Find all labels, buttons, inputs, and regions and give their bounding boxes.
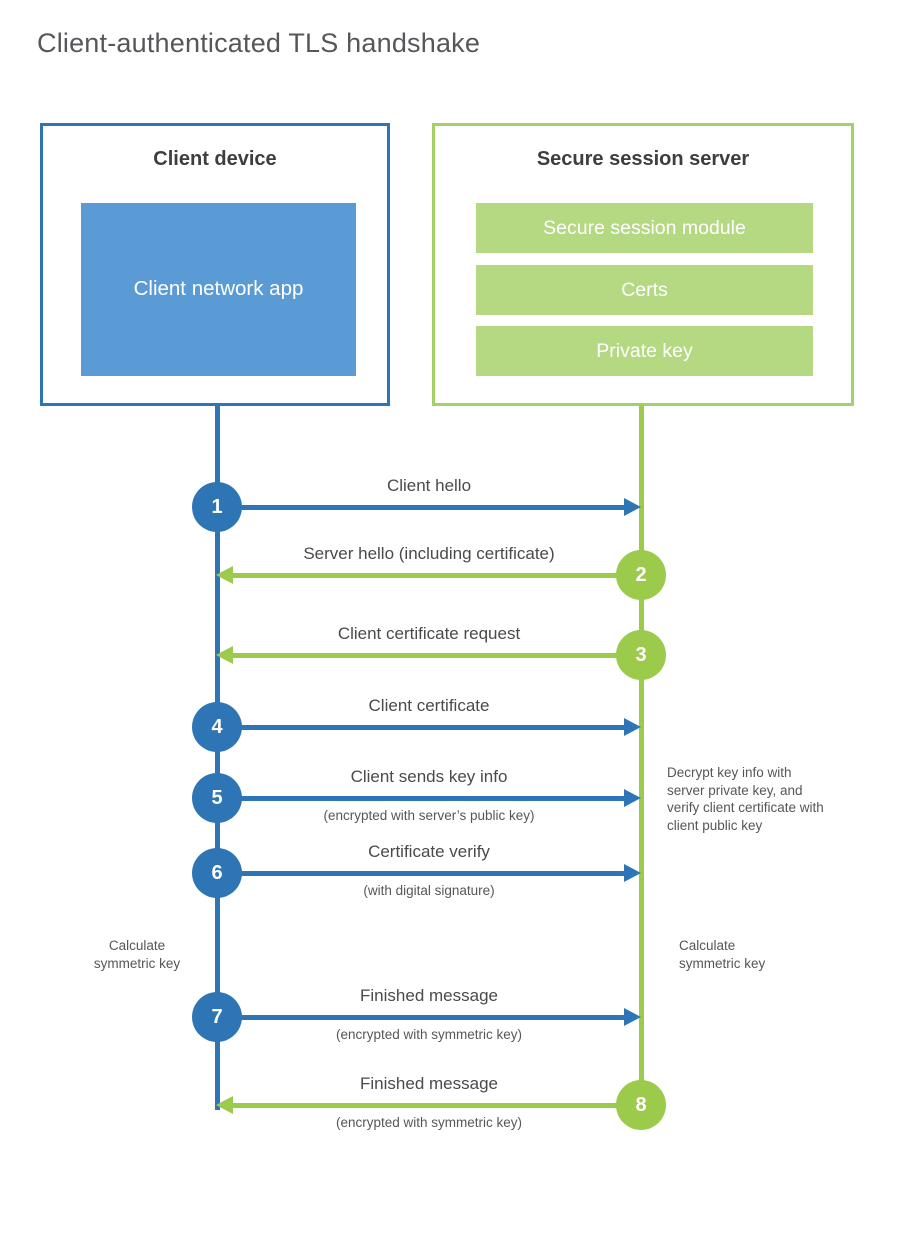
step-circle: 2 <box>616 550 666 600</box>
page-title: Client-authenticated TLS handshake <box>37 28 481 58</box>
step-circle: 5 <box>192 773 242 823</box>
arrow-right-icon <box>624 864 641 882</box>
message-label: Client hello <box>386 476 472 495</box>
step-number: 7 <box>211 1005 223 1028</box>
step-circle: 4 <box>192 702 242 752</box>
step-circle: 3 <box>616 630 666 680</box>
client-device-box: Client device Client network app <box>40 123 390 406</box>
message-sublabel: (with digital signature) <box>363 883 495 898</box>
message-label: Certificate verify <box>368 842 490 861</box>
client-calculate-symmetric-key-note: Calculate symmetric key <box>93 938 181 971</box>
server-decrypt-note: Decrypt key info with server private key… <box>667 765 824 833</box>
server-lifeline <box>639 405 644 1105</box>
arrow-left-icon <box>216 1096 233 1114</box>
message-label: Server hello (including certificate) <box>303 544 555 563</box>
arrow-left-icon <box>216 566 233 584</box>
step-circle: 6 <box>192 848 242 898</box>
arrow-right-icon <box>624 1008 641 1026</box>
message-arrow-line <box>217 505 625 510</box>
message-label: Client certificate request <box>337 624 521 643</box>
step-number: 3 <box>635 643 647 666</box>
message-label: Finished message <box>360 1074 498 1093</box>
message-arrow-line <box>217 871 625 876</box>
message-sublabel: (encrypted with symmetric key) <box>335 1027 523 1042</box>
step-number: 2 <box>635 563 647 586</box>
step-number: 8 <box>635 1093 647 1116</box>
message-sublabel: (encrypted with symmetric key) <box>335 1115 523 1130</box>
step-number: 1 <box>211 495 223 518</box>
secure-session-server-title: Secure session server <box>536 148 750 170</box>
message-arrow-line <box>232 573 641 578</box>
client-lifeline <box>215 405 220 1110</box>
server-module-private-key: Private key <box>476 326 813 376</box>
message-arrow-line <box>217 1015 625 1020</box>
step-circle: 8 <box>616 1080 666 1130</box>
client-device-title: Client device <box>153 148 277 170</box>
arrow-right-icon <box>624 498 641 516</box>
arrow-right-icon <box>624 789 641 807</box>
message-arrow-line <box>232 1103 641 1108</box>
client-network-app-label: Client network app <box>133 277 304 301</box>
step-circle: 1 <box>192 482 242 532</box>
step-circle: 7 <box>192 992 242 1042</box>
step-number: 6 <box>211 861 223 884</box>
message-sublabel: (encrypted with server’s public key) <box>323 808 535 823</box>
server-module-secure-session: Secure session module <box>476 203 813 253</box>
message-label: Finished message <box>360 986 498 1005</box>
message-label: Client sends key info <box>350 767 508 786</box>
server-calculate-symmetric-key-note: Calculate symmetric key <box>679 938 766 971</box>
arrow-right-icon <box>624 718 641 736</box>
message-arrow-line <box>217 725 625 730</box>
step-number: 4 <box>211 715 223 738</box>
arrow-left-icon <box>216 646 233 664</box>
client-network-app-box: Client network app <box>81 203 356 376</box>
secure-session-server-box: Secure session server Secure session mod… <box>432 123 854 406</box>
step-number: 5 <box>211 786 223 809</box>
server-module-certs: Certs <box>476 265 813 315</box>
message-label: Client certificate <box>368 696 490 715</box>
message-arrow-line <box>217 796 625 801</box>
message-arrow-line <box>232 653 641 658</box>
